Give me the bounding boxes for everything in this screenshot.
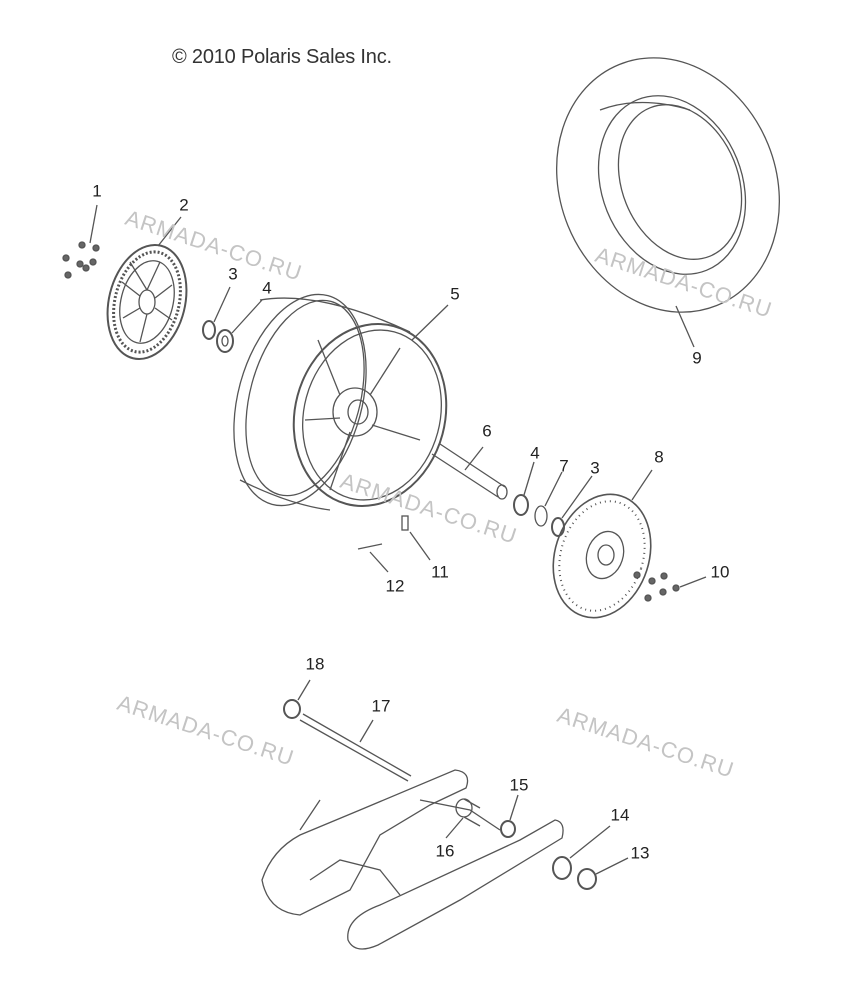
callout-18: 18 (305, 654, 325, 674)
sprocket (106, 243, 188, 361)
snap-ring (534, 471, 563, 527)
axle-spacer (431, 443, 508, 500)
pivot-washer (283, 679, 311, 719)
callout-10: 10 (710, 562, 730, 582)
seal-right (551, 475, 593, 537)
callout-11: 11 (431, 562, 449, 582)
bearing-left (216, 299, 263, 353)
tire (556, 57, 780, 313)
sprocket-bolts (62, 204, 100, 279)
seal-left (202, 286, 231, 340)
callout-17: 17 (371, 696, 391, 716)
bushing-large (445, 798, 481, 839)
bushing-small (500, 794, 519, 838)
disc-bolts (633, 571, 707, 602)
balance-weight (357, 543, 389, 573)
swingarm (261, 769, 564, 950)
callout-9: 9 (692, 348, 702, 368)
callout-3: 3 (228, 264, 238, 284)
callout-4: 4 (262, 278, 272, 298)
axle-nut (577, 857, 629, 890)
brake-disc (552, 469, 653, 619)
callout-2: 2 (179, 195, 189, 215)
callout-1: 1 (92, 181, 102, 201)
sprocket-leader (157, 216, 182, 247)
callout-13: 13 (630, 843, 650, 863)
eccentric-washer (552, 825, 611, 880)
valve-stem (401, 515, 431, 561)
bearing-right (513, 461, 535, 516)
callout-8: 8 (654, 447, 664, 467)
tire-leader (675, 305, 695, 348)
callout-15: 15 (509, 775, 529, 795)
callout-6: 6 (482, 421, 492, 441)
callout-4b: 4 (530, 443, 540, 463)
pivot-shaft (299, 713, 412, 782)
callout-16: 16 (435, 841, 455, 861)
callout-3b: 3 (590, 458, 600, 478)
copyright-text: © 2010 Polaris Sales Inc. (172, 46, 392, 68)
callout-5: 5 (450, 284, 460, 304)
callout-14: 14 (610, 805, 630, 825)
rear-wheel (233, 293, 449, 511)
callout-7: 7 (559, 456, 569, 476)
callout-12: 12 (385, 576, 405, 596)
